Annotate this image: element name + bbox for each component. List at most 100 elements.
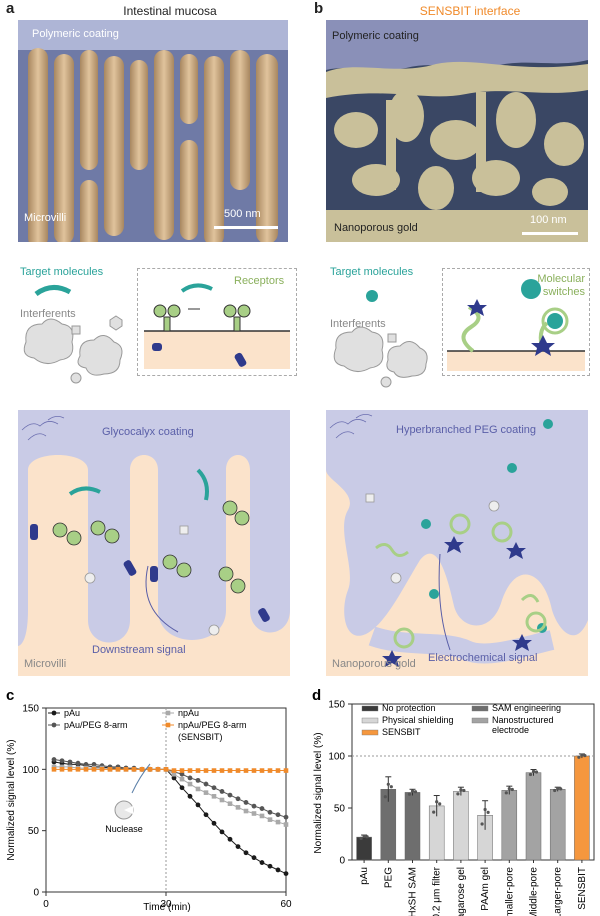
chart-c-point [91,762,97,767]
legend-a-interferents: Interferents [20,308,76,320]
chart-c-point [275,812,281,818]
chart-c-point [259,768,265,773]
chart-c-point [83,767,89,772]
nuclease-annotation: Nuclease [105,763,151,834]
chart-c-legend-label: pAu/PEG 8-arm [64,720,128,730]
chart-d-bar-group: Larger-pore [549,786,566,916]
legend-a-target-molecules: Target molecules [20,266,104,278]
chart-c-point [195,802,201,808]
chart-c-point [51,764,57,770]
chart-c-point [171,771,177,777]
chart-c-point [51,757,57,762]
chart-d-datapoint [359,836,363,840]
chart-c-point [203,768,209,773]
chart-c-point [243,850,249,856]
panel-b-title: SENSBIT interface [419,4,521,18]
chart-c-point [179,771,185,777]
chart-d-datapoint [504,791,508,795]
chart-c-point [267,863,273,869]
chart-c-ytick-label: 150 [22,704,39,715]
chart-c-legend-marker [165,722,171,728]
chart-c-point [283,814,289,820]
chart-c-ytick-label: 50 [28,826,40,837]
chart-c-point [227,801,233,806]
chart-d-legend-label: SAM engineering [492,703,561,713]
panel-letter-b: b [314,0,324,17]
chart-d-category-label: Smaller-pore [504,867,515,916]
chart-d-ytick-label: 100 [328,752,345,763]
chart-c-legend-marker [165,710,171,716]
chart-c-point [203,790,209,795]
diagram-microvilli: Glycocalyx coating Downstream signal Mic… [18,410,290,676]
chart-c-point [251,811,257,816]
chart-d-legend-label: Physical shielding [382,715,454,725]
chart-d-ytick-label: 150 [328,700,345,711]
chart-c-point [99,767,105,772]
diagram-b-image [326,410,588,667]
interferent-icon [333,326,428,388]
chart-c-line [54,768,286,772]
diagram-b-signal-label: Electrochemical signal [428,652,538,664]
chart-d-datapoint [577,755,581,759]
chart-d-datapoint [556,786,560,791]
chart-d-datapoint [432,810,436,814]
chart-d-datapoint [413,790,418,794]
chart-c-point [275,768,281,773]
chart-c-point [251,768,257,773]
chart-d-bar-group: PAAm gel [477,800,493,911]
chart-d-datapoint [462,788,466,793]
chart-c-point [251,803,257,809]
micrograph-b-bottom-label: Nanoporous gold [334,222,418,234]
chart-c-point [235,844,241,850]
chart-c-point [107,767,113,772]
chart-d-bar [549,789,566,861]
chart-c-point [283,822,289,827]
chart-c-legend-label: npAu [178,708,199,718]
chart-d-legend-label: SENSBIT [382,727,421,737]
chart-d-category-label: PAAm gel [480,867,491,911]
chart-d-frame [351,703,595,861]
chart-d-datapoint [480,822,484,826]
chart-d-legend-swatch [361,705,379,712]
chart-d-category-label: pAu [359,867,370,885]
diagram-a-image [18,410,290,646]
chart-d-bar-group: SENSBIT [574,753,590,910]
chart-c-point [227,792,233,798]
legend-b-icons [333,290,428,388]
chart-d-category-label: SENSBIT [577,867,588,910]
legend-b-switches-line2: switches [542,286,585,298]
chart-c-point [163,767,169,772]
chart-c-point [59,764,65,770]
chart-d-bar-group: Middle-pore [525,769,542,916]
chart-c-point [235,805,241,810]
chart-c-point [267,809,273,815]
chart-d-datapoint [553,788,557,793]
chart-c-point [203,781,209,787]
chart-c-point [219,829,225,835]
chart-d-datapoint [456,792,460,796]
chart-c-line [54,766,287,826]
chart-d-bar [525,772,542,861]
chart-c-point [267,817,273,822]
chart-c-point [91,767,97,772]
chart-d-datapoint [559,787,563,791]
chart-c-point [67,767,73,772]
chart-c-point [211,820,217,826]
chart-c-point [219,797,225,803]
chart-c-series-3 [51,767,289,773]
chart-c-point [67,764,73,770]
panel-letter-c: c [6,687,14,704]
chart-d-bar [404,792,421,861]
chart-d-legend-label: No protection [382,703,436,713]
chart-d-ytick-label: 50 [334,804,346,815]
chart-d-bar-group: PEG [380,776,397,888]
chart-d-datapoint [510,787,514,792]
chart-c-point [155,767,161,772]
chart-c-point [51,767,57,772]
receptor-diagram [144,283,290,369]
